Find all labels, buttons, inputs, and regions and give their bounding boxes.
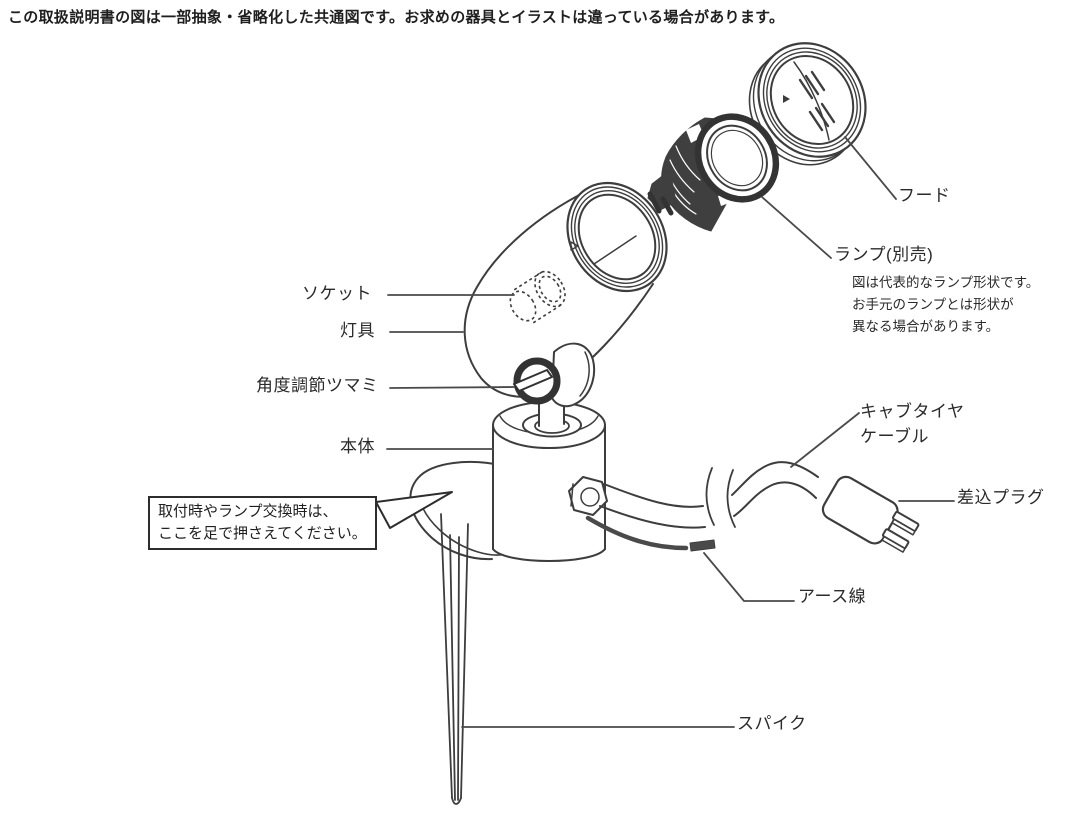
- plug-illustration: [821, 475, 920, 553]
- foot-press-callout: 取付時やランプ交換時は、 ここを足で押さえてください。: [148, 496, 377, 550]
- hood-label: フード: [898, 186, 951, 205]
- fixture-label: 灯具: [340, 321, 375, 340]
- socket-label: ソケット: [302, 284, 372, 303]
- cable-label-line1: キャブタイヤ: [860, 402, 965, 421]
- body-illustration: [492, 391, 606, 562]
- leader-knob: [389, 386, 515, 389]
- knob-label: 角度調節ツマミ: [256, 376, 379, 395]
- earth-wire-illustration: [585, 515, 716, 552]
- hood-illustration: [748, 42, 867, 166]
- spike-illustration: [440, 513, 469, 805]
- leader-cable: [790, 412, 860, 468]
- spike-label: スパイク: [737, 714, 807, 733]
- body-label: 本体: [340, 437, 375, 456]
- knob-illustration: [513, 342, 595, 408]
- earth-wire-label: アース線: [798, 587, 867, 606]
- cable-illustration: [568, 461, 819, 529]
- foot-press-callout-line2: ここを足で押さえてください。: [158, 524, 367, 542]
- lamp-illustration: [647, 113, 780, 232]
- callout-arrow: [375, 491, 453, 529]
- cable-label-line2: ケーブル: [860, 427, 929, 446]
- plug-prongs: [881, 510, 920, 553]
- leader-lines: [386, 136, 955, 728]
- leader-lamp: [761, 196, 832, 259]
- lamp-pins: [647, 191, 674, 216]
- lamp-note: 図は代表的なランプ形状です。 お手元のランプとは形状が 異なる場合があります。: [852, 272, 1039, 338]
- lamp-label: ランプ(別売): [834, 245, 934, 264]
- foot-press-callout-line1: 取付時やランプ交換時は、: [158, 503, 338, 520]
- hood-glass-hatching: [798, 70, 836, 132]
- leader-earth-wire: [703, 552, 795, 602]
- lamp-note-line1: 図は代表的なランプ形状です。: [852, 275, 1040, 290]
- cable-label: キャブタイヤ ケーブル: [860, 399, 965, 449]
- plug-label: 差込プラグ: [957, 488, 1045, 507]
- page-notice-text: この取扱説明書の図は一部抽象・省略化した共通図です。お求めの器具とイラストは違っ…: [8, 9, 785, 26]
- lamp-note-line2: お手元のランプとは形状が: [852, 297, 1014, 312]
- leader-hood: [844, 136, 897, 200]
- lamp-note-line3: 異なる場合があります。: [852, 319, 1000, 334]
